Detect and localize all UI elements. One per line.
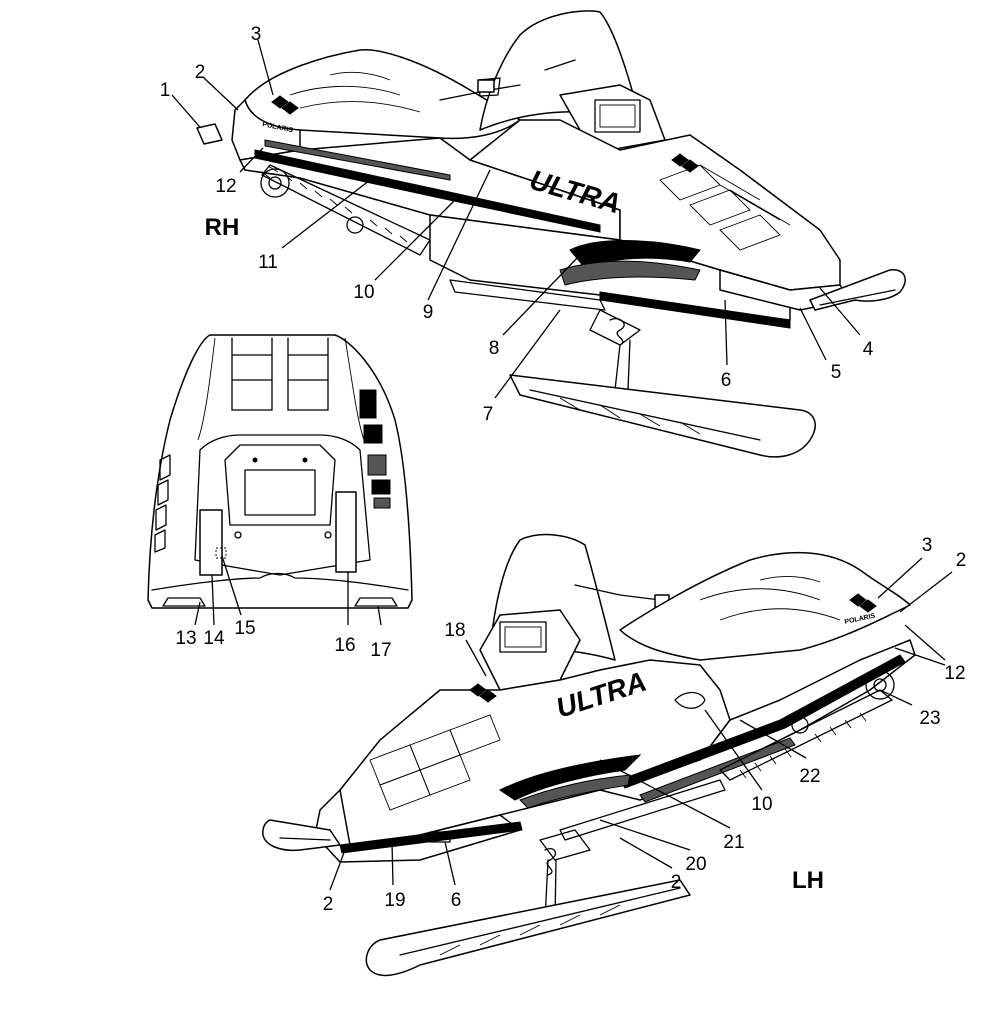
leader-lines [171, 39, 953, 891]
callout-19: 19 [384, 890, 405, 911]
callout-3-bottom: 3 [922, 535, 933, 556]
callout-1: 1 [160, 80, 171, 101]
callout-6-bottom: 6 [451, 890, 462, 911]
callout-12-bottom: 12 [944, 663, 965, 684]
label-lh: LH [792, 867, 824, 894]
callout-3-top: 3 [251, 24, 262, 45]
callout-4: 4 [863, 339, 874, 360]
swoosh-decal-lh [499, 754, 642, 801]
hood-top-view [147, 334, 413, 609]
hood-decal-13 [162, 597, 206, 607]
hood-decal-15 [215, 547, 227, 559]
hood-side-stripes-right [359, 389, 391, 509]
ski-front-lh [365, 879, 691, 977]
rear-track-lh [719, 670, 895, 781]
callout-2-bottom-mid: 2 [671, 872, 682, 893]
hood-decal-14 [199, 509, 223, 576]
hood-inner-cowl [194, 434, 371, 576]
callout-6-top: 6 [721, 370, 732, 391]
callout-14: 14 [203, 628, 225, 649]
ski-far-rh [809, 269, 906, 311]
callout-8: 8 [489, 338, 500, 359]
callout-13: 13 [175, 628, 196, 649]
label-rh: RH [205, 214, 240, 241]
ski-front-rh [509, 374, 816, 458]
callout-10-bottom: 10 [751, 794, 772, 815]
callout-9: 9 [423, 302, 434, 323]
decal-1-part [196, 123, 223, 145]
callout-20: 20 [685, 854, 706, 875]
callout-5: 5 [831, 362, 842, 383]
snowmobile-left-side: ULTRA POLARIS [262, 533, 916, 977]
hood-side-stripes-left [154, 454, 171, 553]
callout-23: 23 [919, 708, 940, 729]
callout-numbers: 1 2 3 12 11 10 9 8 7 6 5 4 13 14 15 16 1… [160, 24, 967, 915]
ski-far-lh [262, 819, 341, 852]
callout-18: 18 [444, 620, 465, 641]
snowmobile-right-side: ULTRA POLARIS [231, 10, 906, 458]
callout-2-bottom-left: 2 [323, 894, 334, 915]
callout-7: 7 [483, 404, 494, 425]
callout-15: 15 [234, 618, 255, 639]
callout-2-top: 2 [195, 62, 206, 83]
callout-16: 16 [334, 635, 355, 656]
hood-decal-16 [335, 491, 357, 573]
callout-10-top: 10 [353, 282, 374, 303]
hood-decal-17 [354, 597, 398, 607]
callout-17: 17 [370, 640, 391, 661]
callout-22: 22 [799, 766, 820, 787]
callout-11: 11 [258, 252, 278, 273]
callout-12-top: 12 [215, 176, 236, 197]
seat-lh [619, 551, 911, 661]
callout-21: 21 [723, 832, 744, 853]
callout-2-bottom-right: 2 [956, 550, 967, 571]
